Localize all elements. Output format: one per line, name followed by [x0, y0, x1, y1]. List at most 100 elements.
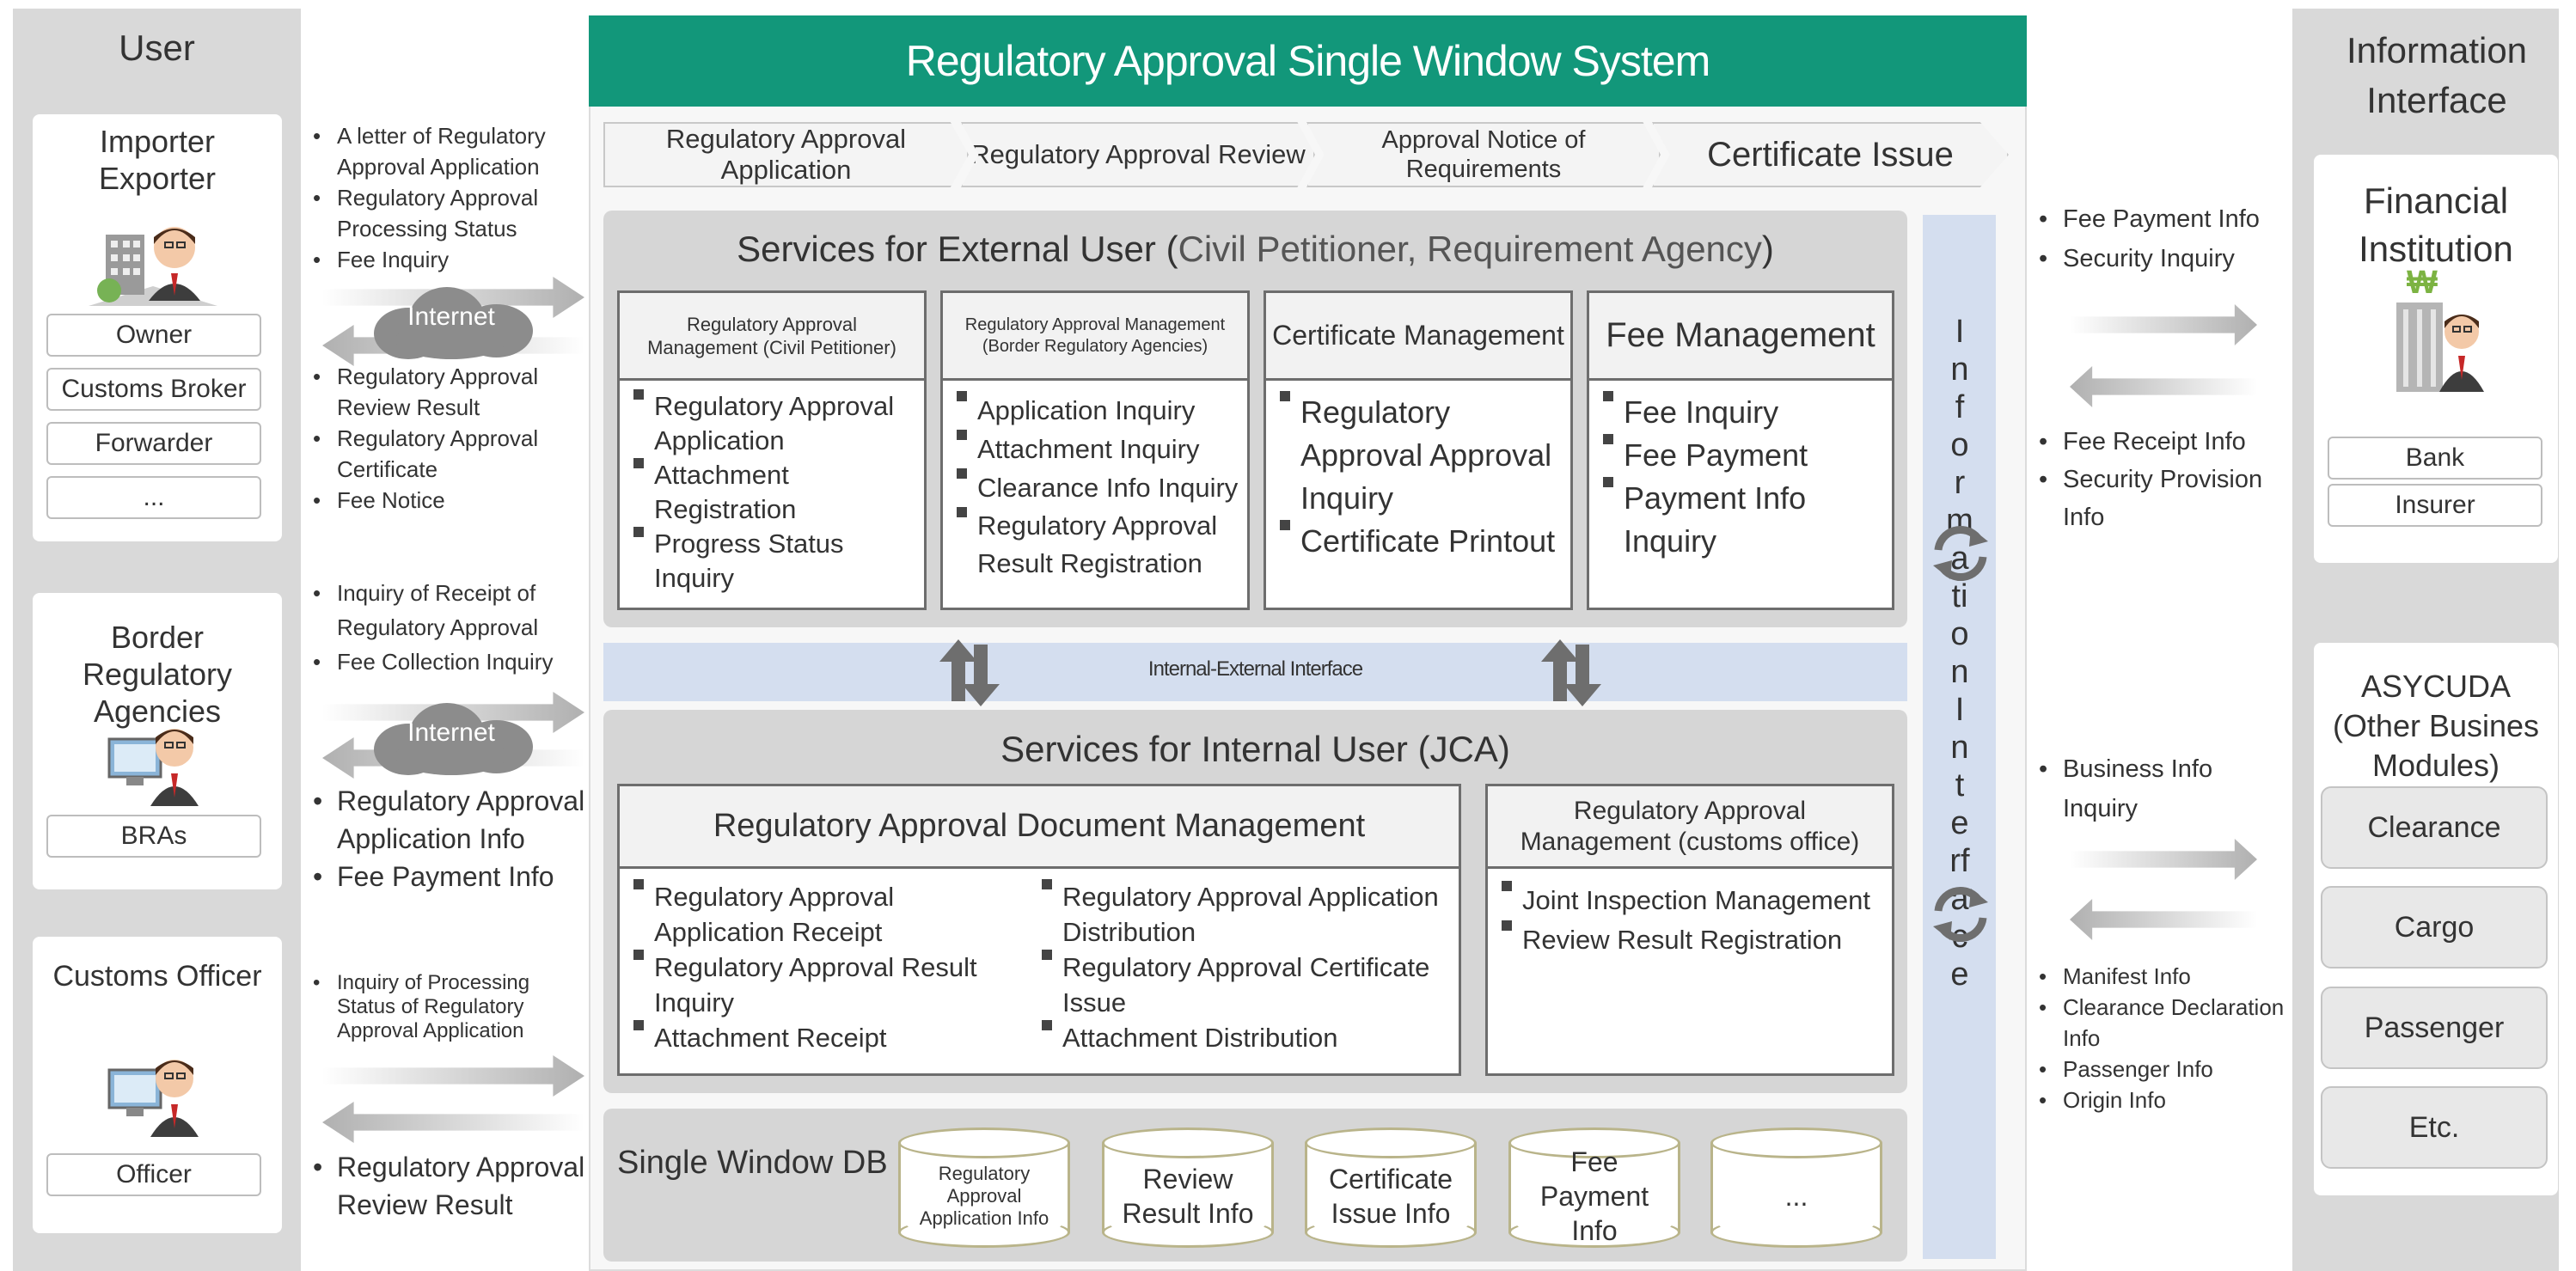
role-more: ...: [46, 476, 261, 519]
db-label: ...: [1784, 1180, 1808, 1212]
flow-item: Fee Notice: [311, 485, 569, 516]
importer-outbound-list: A letter of Regulatory Approval Applicat…: [311, 120, 569, 275]
asycuda-inbound-list: Manifest Info Clearance Declaration Info…: [2037, 961, 2286, 1115]
role-insurer: Insurer: [2328, 484, 2542, 527]
internet-cloud-2: Internet: [365, 698, 537, 775]
strip-letter: ti: [1951, 578, 1968, 614]
service-item: Review Result Registration: [1496, 920, 1888, 960]
system-header: Regulatory Approval Single Window System: [589, 15, 2027, 107]
certificate-management-box: Certificate Management Regulatory Approv…: [1264, 290, 1573, 610]
step-label: Approval Notice of Requirements: [1381, 126, 1586, 183]
box-title: Regulatory Approval Management (Border R…: [943, 293, 1247, 381]
information-interface-letters: I n f o r m a ti o n I n t e rf a c e: [1925, 314, 1994, 1173]
db-cylinder: Certificate Issue Info: [1305, 1127, 1477, 1248]
service-item: Attachment Registration: [628, 458, 921, 527]
service-item: Regulatory Approval Application: [628, 389, 921, 458]
customs-office-box: Regulatory Approval Management (customs …: [1485, 784, 1894, 1076]
flow-item: Security Inquiry: [2037, 239, 2295, 278]
service-item: Fee Payment: [1598, 434, 1888, 477]
sync-circle-icon: [1928, 882, 1993, 947]
arrow-right: [322, 1055, 584, 1097]
customs-officer-title: Customs Officer: [52, 960, 262, 993]
service-item: Fee Inquiry: [1598, 391, 1888, 434]
internal-external-interface-bar: [603, 643, 1907, 701]
flow-item: A letter of Regulatory Approval Applicat…: [311, 120, 569, 182]
strip-letter: rf: [1949, 843, 1970, 879]
flow-item: Business Info Inquiry: [2037, 749, 2261, 828]
external-title-suffix: ): [1761, 229, 1774, 269]
db-label: Fee Payment Info: [1539, 1146, 1649, 1246]
strip-letter: r: [1954, 465, 1966, 501]
flow-item: Fee Payment Info: [311, 858, 586, 895]
strip-letter: o: [1950, 616, 1969, 652]
service-item: Regulatory Approval Certificate Issue: [1037, 950, 1449, 1020]
officer-outbound-list: Inquiry of Processing Status of Regulato…: [311, 971, 586, 1043]
internal-services-title: Services for Internal User (JCA): [1000, 729, 1510, 769]
flow-item: Regulatory Approval Certificate: [311, 423, 569, 485]
box-items: Regulatory Approval Approval Inquiry Cer…: [1275, 391, 1567, 563]
box-title: Fee Management: [1589, 293, 1892, 381]
role-officer: Officer: [46, 1153, 261, 1196]
internet-label: Internet: [407, 718, 495, 747]
strip-letter: I: [1955, 314, 1965, 350]
sync-arrows-icon: [933, 636, 1007, 710]
flow-item: Passenger Info: [2037, 1054, 2286, 1085]
box-title: Regulatory Approval Document Management: [620, 786, 1459, 869]
customs-items: Joint Inspection Management Review Resul…: [1496, 881, 1888, 960]
strip-letter: n: [1950, 351, 1969, 388]
arrow-right: [2070, 304, 2257, 345]
fee-management-box: Fee Management Fee Inquiry Fee Payment P…: [1587, 290, 1894, 610]
strip-letter: t: [1955, 767, 1965, 804]
flow-item: Regulatory Approval Review Result: [311, 1148, 586, 1224]
step-review: Regulatory Approval Review: [961, 122, 1315, 187]
internet-label: Internet: [407, 302, 495, 331]
flow-item: Inquiry of Receipt of Regulatory Approva…: [311, 576, 569, 645]
service-item: Regulatory Approval Application Receipt: [628, 879, 1015, 950]
officer-inbound-list: Regulatory Approval Review Result: [311, 1148, 586, 1224]
service-item: Attachment Receipt: [628, 1020, 1015, 1055]
financial-institution-title: Financial Institution: [2359, 180, 2513, 269]
step-approval-notice: Approval Notice of Requirements: [1306, 122, 1661, 187]
service-item: Clearance Info Inquiry: [951, 468, 1244, 507]
role-customs-broker: Customs Broker: [46, 368, 261, 411]
asycuda-title: ASYCUDA (Other Busines Modules): [2332, 669, 2540, 783]
importer-exporter-title: Importer Exporter: [98, 124, 217, 197]
external-services-title: Services for External User (Civil Petiti…: [603, 229, 1907, 270]
strip-letter: n: [1950, 654, 1969, 690]
flow-item: Security Provision Info: [2037, 461, 2295, 536]
border-inbound-list: Regulatory Approval Application Info Fee…: [311, 782, 586, 895]
internal-external-interface-label: Internal-External Interface: [1147, 657, 1363, 681]
role-bank: Bank: [2328, 437, 2542, 480]
internet-cloud-1: Internet: [365, 282, 537, 359]
step-application: Regulatory Approval Application: [603, 122, 969, 187]
role-bras: BRAs: [46, 815, 261, 858]
service-item: Payment Info Inquiry: [1598, 477, 1888, 563]
flow-item: Regulatory Approval Review Result: [311, 361, 569, 423]
officer-avatar: [106, 1044, 209, 1139]
flow-item: Manifest Info: [2037, 961, 2286, 992]
db-cylinder: Review Result Info: [1102, 1127, 1274, 1248]
service-item: Certificate Printout: [1275, 520, 1567, 563]
box-title: Regulatory Approval Management (customs …: [1488, 786, 1892, 869]
arrow-right: [2070, 839, 2257, 880]
external-title-highlight: Civil Petitioner, Requirement Agency: [1178, 229, 1762, 269]
border-outbound-list: Inquiry of Receipt of Regulatory Approva…: [311, 576, 569, 679]
asycuda-outbound-list: Business Info Inquiry: [2037, 749, 2261, 828]
arrow-left: [2070, 366, 2257, 407]
flow-item: Fee Payment Info: [2037, 199, 2295, 239]
financial-outbound-list: Fee Payment Info Security Inquiry: [2037, 199, 2295, 278]
information-interface-strip: [1923, 215, 1996, 1259]
strip-letter: e: [1950, 805, 1969, 841]
step-label: Certificate Issue: [1707, 135, 1954, 174]
module-etc: Etc.: [2321, 1086, 2548, 1169]
bank-building-icon: [2383, 266, 2494, 395]
strip-letter: a: [1950, 541, 1969, 577]
service-item: Application Inquiry: [951, 391, 1244, 430]
role-owner: Owner: [46, 314, 261, 357]
flow-item: Fee Receipt Info: [2037, 423, 2295, 461]
strip-letter: I: [1955, 692, 1965, 728]
box-title: Regulatory Approval Management (Civil Pe…: [620, 293, 924, 381]
box-items: Regulatory Approval Application Attachme…: [628, 389, 921, 596]
service-item: Attachment Distribution: [1037, 1020, 1449, 1055]
flow-item: Fee Inquiry: [311, 244, 569, 275]
